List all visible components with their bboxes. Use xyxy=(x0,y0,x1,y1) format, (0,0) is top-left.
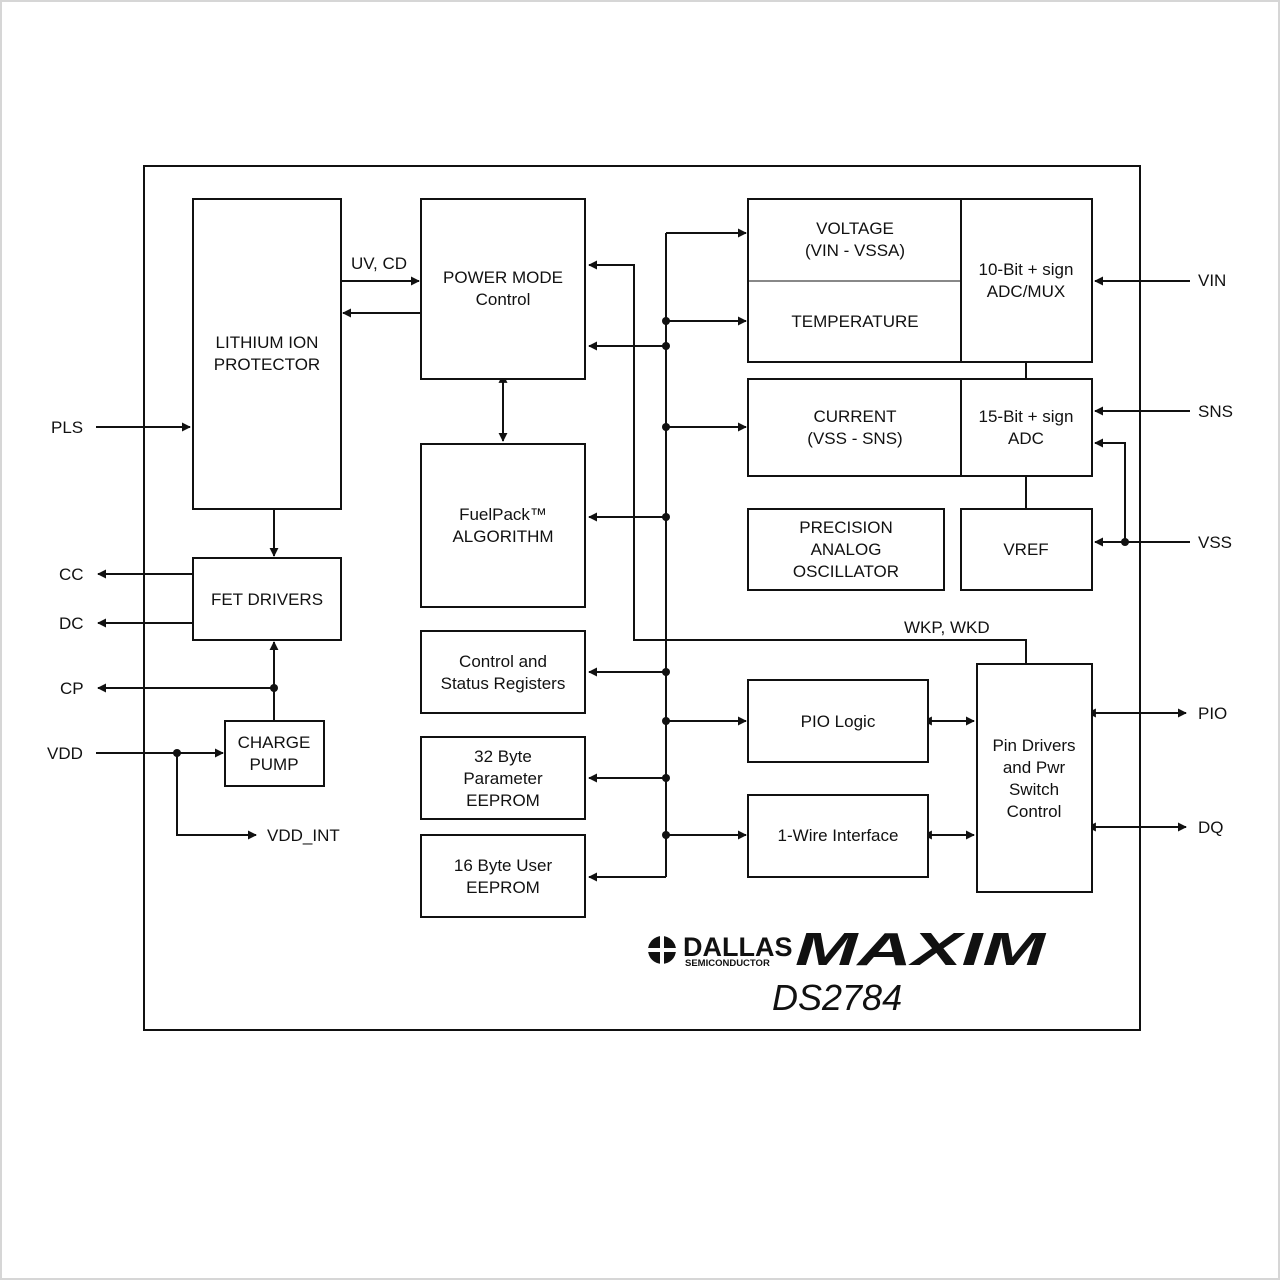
pin-labels: PLS CC DC CP VDD VDD_INT VIN SNS VSS PIO… xyxy=(47,271,1233,845)
signal-wkp-wkd: WKP, WKD xyxy=(904,618,990,637)
svg-text:VREF: VREF xyxy=(1003,540,1048,559)
pin-cp: CP xyxy=(60,679,84,698)
pin-vss: VSS xyxy=(1198,533,1232,552)
one-wire-interface-block: 1-Wire Interface xyxy=(747,794,929,878)
wire-vdd-int xyxy=(176,753,257,840)
current-block: CURRENT(VSS - SNS) xyxy=(747,378,962,477)
pin-cc: CC xyxy=(59,565,84,584)
node-cp xyxy=(270,684,278,692)
logo-dallas-text: DALLAS xyxy=(683,932,793,962)
logo-semiconductor-text: SEMICONDUCTOR xyxy=(685,958,770,969)
pin-vdd: VDD xyxy=(47,744,83,763)
fet-drivers-block: FET DRIVERS xyxy=(192,557,342,641)
bus-nodes xyxy=(662,317,670,839)
wire-vss-adc15 xyxy=(1094,438,1126,542)
dallas-maxim-logo: DALLAS SEMICONDUCTOR MAXIM DS2784 xyxy=(648,923,1048,1018)
vref-block: VREF xyxy=(960,508,1093,591)
svg-text:FET DRIVERS: FET DRIVERS xyxy=(211,590,323,609)
voltage-label: VOLTAGE(VIN - VSSA) xyxy=(805,219,905,260)
pin-vin: VIN xyxy=(1198,271,1226,290)
wire-wkp-wkd xyxy=(588,260,1027,664)
voltage-temperature-block: VOLTAGE(VIN - VSSA) TEMPERATURE xyxy=(747,198,962,363)
svg-text:1-Wire Interface: 1-Wire Interface xyxy=(778,826,899,845)
pin-pls: PLS xyxy=(51,418,83,437)
logo-maxim-text: MAXIM xyxy=(795,923,1048,975)
pin-dq: DQ xyxy=(1198,818,1224,837)
wires xyxy=(96,228,1190,882)
svg-text:CURRENT(VSS - SNS): CURRENT(VSS - SNS) xyxy=(807,407,902,448)
pin-pio: PIO xyxy=(1198,704,1227,723)
pio-logic-block: PIO Logic xyxy=(747,679,929,763)
pin-sns: SNS xyxy=(1198,402,1233,421)
chip-outline xyxy=(143,165,1141,1031)
part-number: DS2784 xyxy=(772,977,902,1018)
pin-vdd-int: VDD_INT xyxy=(267,826,340,845)
signal-uv-cd: UV, CD xyxy=(351,254,407,273)
dallas-logo-icon xyxy=(648,935,676,965)
svg-text:PIO Logic: PIO Logic xyxy=(801,712,876,731)
temperature-label: TEMPERATURE xyxy=(791,312,918,331)
pin-dc: DC xyxy=(59,614,84,633)
